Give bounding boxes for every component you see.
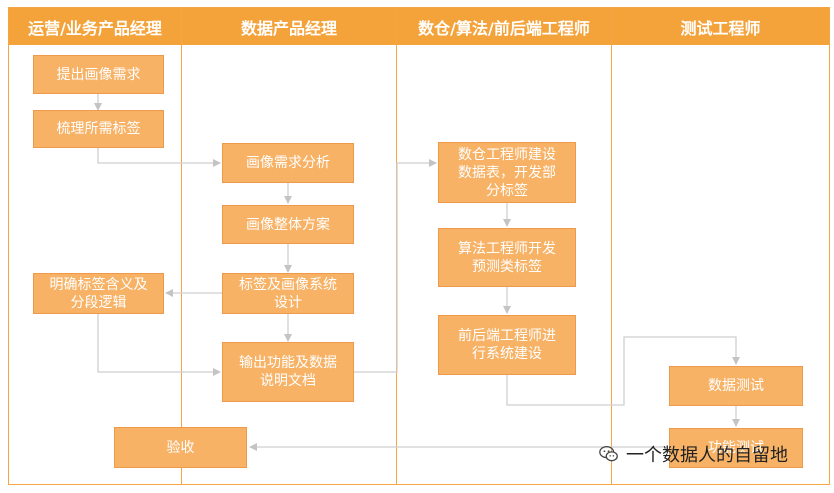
step-portrait-overall-plan: 画像整体方案 (222, 205, 354, 244)
step-data-warehouse-build: 数仓工程师建设 数据表，开发部 分标签 (438, 142, 576, 203)
connector-s2-s3 (97, 148, 221, 167)
connector-s6-s7 (97, 314, 221, 376)
connector-s10-s11 (506, 336, 740, 406)
watermark: 一个数据人的自留地 (598, 441, 788, 467)
lane-divider (181, 8, 182, 484)
connector-s7-s8 (354, 159, 437, 373)
lane-header-operations: 运营/业务产品经理 (9, 8, 181, 45)
diagram-frame (8, 7, 830, 485)
step-acceptance: 验收 (114, 427, 247, 468)
step-tag-system-design: 标签及画像系统 设计 (222, 273, 354, 314)
step-propose-portrait-needs: 提出画像需求 (33, 55, 164, 94)
step-output-function-doc: 输出功能及数据 说明文档 (222, 342, 354, 402)
watermark-text: 一个数据人的自留地 (626, 445, 788, 466)
step-data-test: 数据测试 (669, 366, 803, 406)
step-define-tag-meaning: 明确标签含义及 分段逻辑 (33, 273, 164, 314)
lane-divider (611, 8, 612, 484)
lane-header-engineers: 数仓/算法/前后端工程师 (397, 8, 611, 45)
step-function-test: 功能测试 (669, 428, 803, 468)
step-algorithm-tags: 算法工程师开发 预测类标签 (438, 228, 576, 287)
lane-header-data-product: 数据产品经理 (182, 8, 396, 45)
step-sort-required-tags: 梳理所需标签 (33, 110, 164, 148)
wechat-icon (599, 446, 618, 462)
step-portrait-needs-analysis: 画像需求分析 (222, 143, 354, 183)
lane-header-testing: 测试工程师 (612, 8, 829, 45)
step-system-build: 前后端工程师进 行系统建设 (438, 315, 576, 375)
